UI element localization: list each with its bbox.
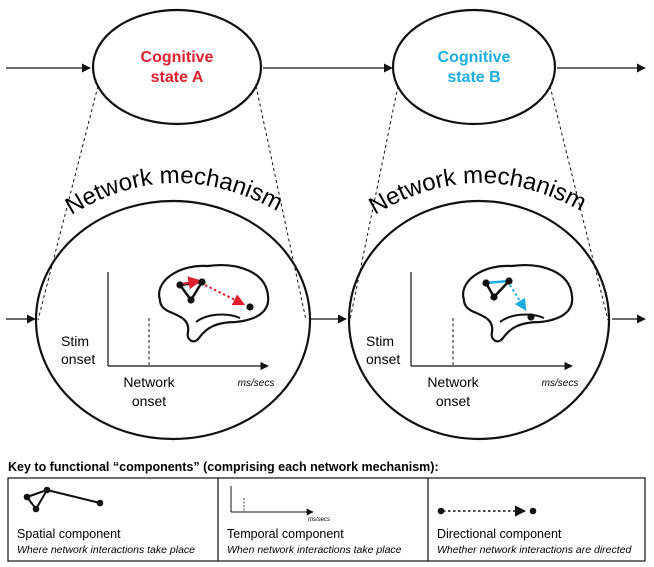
temporal-unit-label: ms/secs: [308, 517, 330, 523]
mech-b-stim-label-line2: onset: [366, 351, 400, 367]
mech-a-net-label-line2: onset: [132, 393, 166, 409]
mechanism-a-circle: [34, 199, 312, 441]
mechanism-a-title: Network mechanism: [61, 162, 287, 221]
brain-icon: [461, 264, 574, 343]
mech-b-stim-label-line1: Stim: [366, 333, 394, 349]
spatial-component-icon: [23, 486, 104, 513]
mech-b-net-label-line2: onset: [436, 393, 470, 409]
mech-a-stim-label-line1: Stim: [61, 333, 89, 349]
temporal-component-name: Temporal component: [227, 527, 344, 541]
mech-b-unit-label: ms/secs: [542, 378, 579, 389]
temporal-component-icon: [230, 486, 314, 516]
spatial-component-name: Spatial component: [17, 527, 121, 541]
cognitive-state-b: Cognitive state B: [391, 8, 557, 126]
mechanism-b-title: Network mechanism: [364, 162, 590, 220]
mech-a-net-label-line1: Network: [123, 374, 175, 390]
key-title: Key to functional “components” (comprisi…: [8, 460, 439, 474]
state-b-label-line1: Cognitive: [438, 49, 511, 66]
state-b-label-line2: state B: [447, 69, 500, 86]
mechanism-b-circle: [347, 199, 611, 441]
directional-component-icon: [437, 505, 537, 517]
mech-b-network: [482, 277, 535, 321]
mech-a-unit-label: ms/secs: [238, 378, 275, 389]
mech-a-stim-label-line2: onset: [61, 351, 95, 367]
zoom-line-b-right: [549, 85, 609, 321]
zoom-lines: [37, 85, 609, 321]
network-mechanism-a: Network mechanism Stim onset Network ons…: [34, 162, 312, 441]
mech-b-net-label-line1: Network: [427, 374, 479, 390]
key-box: [7, 477, 646, 562]
state-a-label-line2: state A: [151, 69, 204, 86]
zoom-line-a-right: [255, 85, 307, 321]
state-b-ellipse: [391, 8, 557, 126]
network-mechanism-b: Network mechanism Stim onset Network ons…: [347, 162, 611, 441]
temporal-component-desc: When network interactions take place: [227, 544, 402, 556]
spatial-component-desc: Where network interactions take place: [17, 544, 195, 556]
brain-icon: [157, 264, 270, 343]
zoom-line-a-left: [37, 85, 99, 321]
zoom-line-b-left: [349, 85, 399, 321]
mech-a-network: [176, 276, 254, 311]
state-a-label-line1: Cognitive: [141, 49, 214, 66]
directional-component-name: Directional component: [437, 527, 562, 541]
state-a-ellipse: [91, 8, 263, 126]
key-section: Key to functional “components” (comprisi…: [7, 460, 646, 562]
directional-component-desc: Whether network interactions are directe…: [437, 544, 633, 556]
cognitive-state-a: Cognitive state A: [91, 8, 263, 126]
